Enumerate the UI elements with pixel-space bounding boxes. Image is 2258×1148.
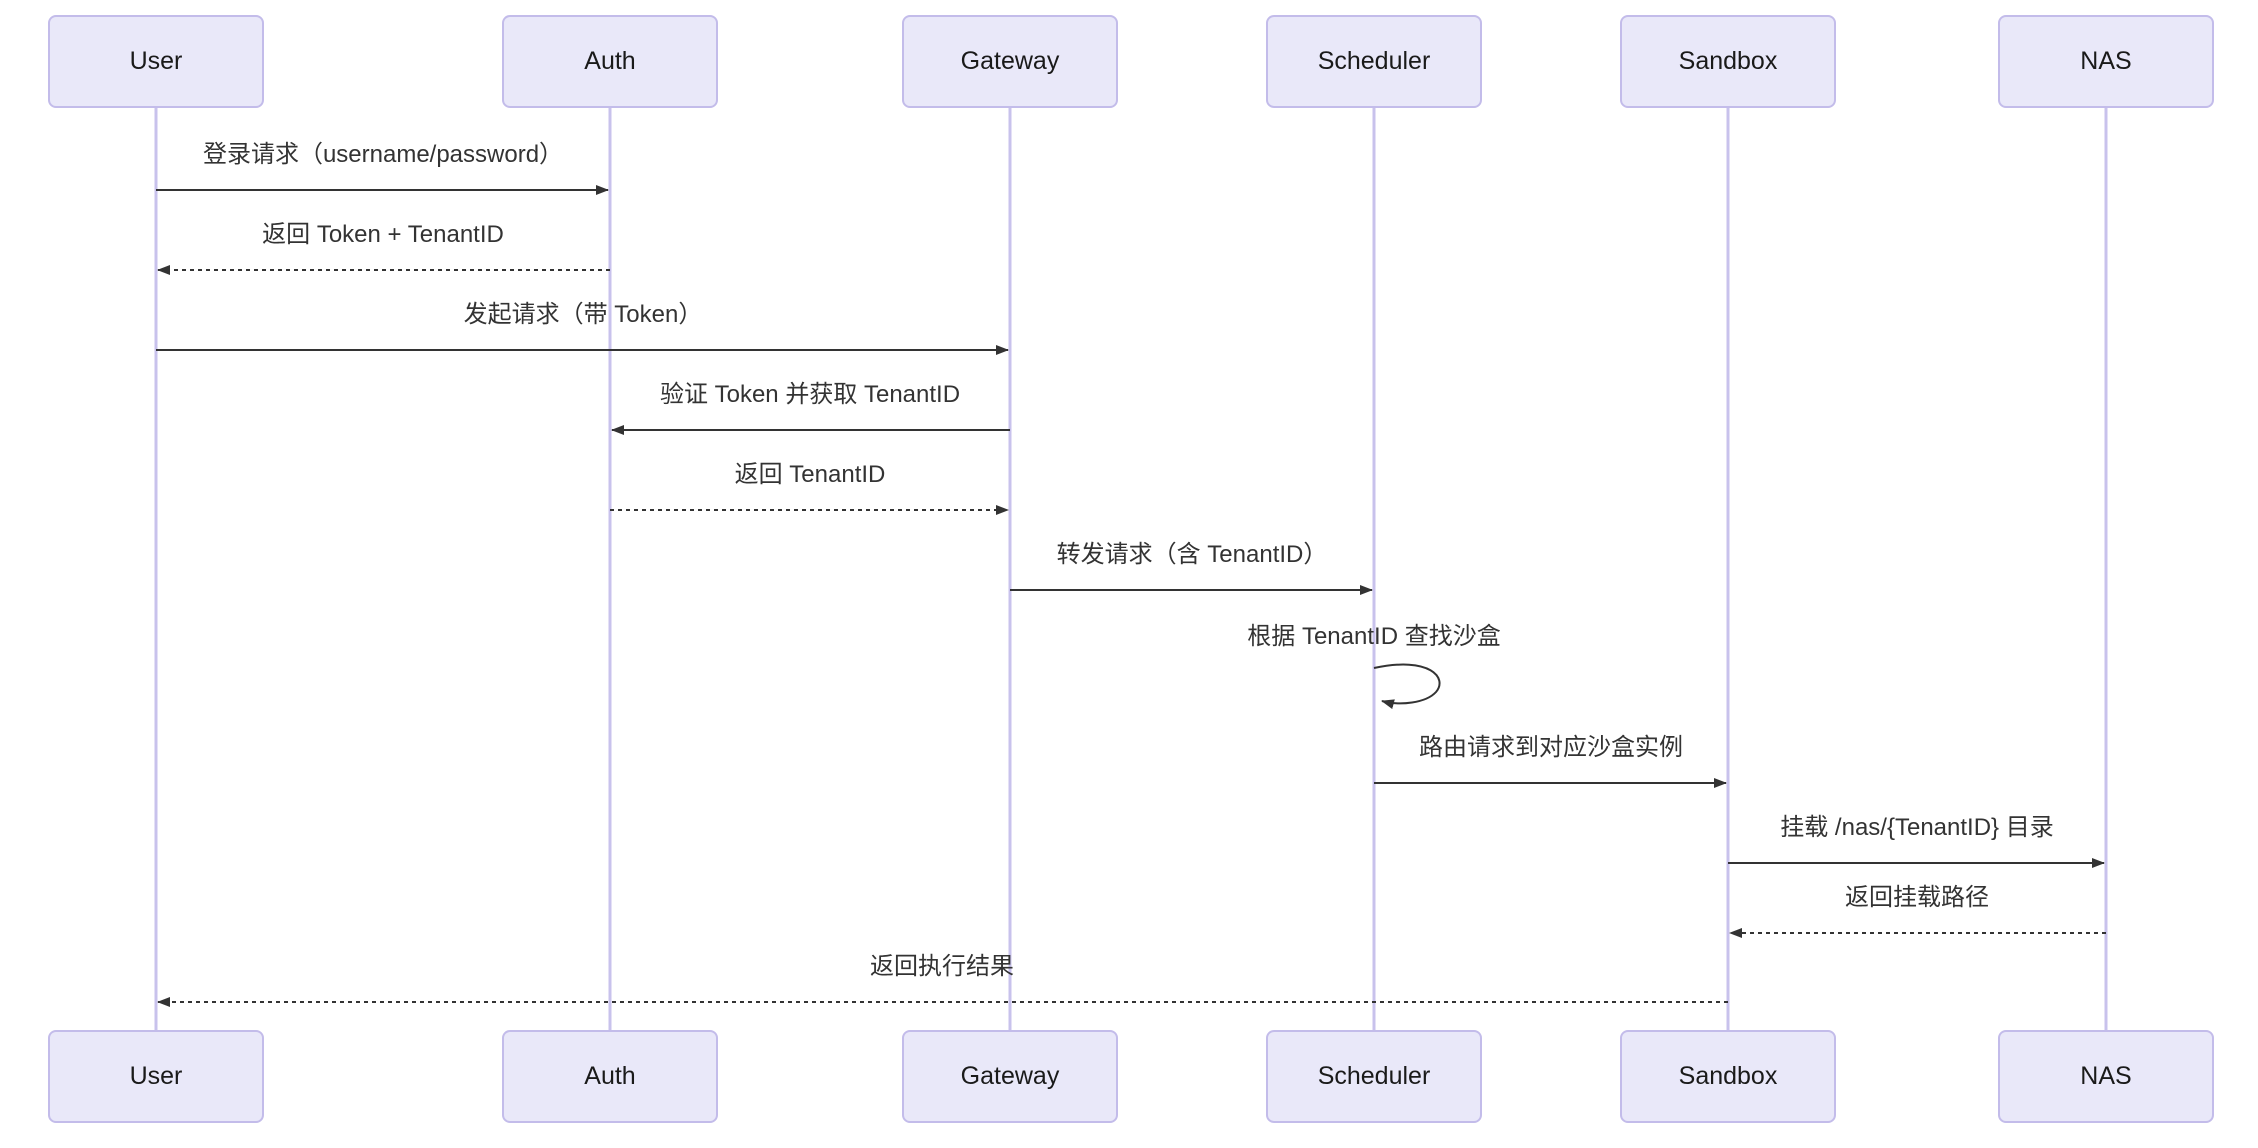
message-label: 验证 Token 并获取 TenantID [659, 381, 961, 408]
message-label: 路由请求到对应沙盒实例 [1419, 734, 1683, 761]
actor-box-sandbox-bottom: Sandbox [1620, 1030, 1836, 1123]
actor-box-auth-top: Auth [502, 15, 718, 108]
actor-label: Auth [584, 47, 636, 75]
actor-label: Scheduler [1317, 1062, 1431, 1090]
actor-box-nas-top: NAS [1998, 15, 2214, 108]
actor-label: Sandbox [1678, 47, 1778, 75]
actor-box-scheduler-top: Scheduler [1266, 15, 1482, 108]
message-arrows-group [156, 185, 2106, 1007]
actor-label: User [129, 1062, 183, 1090]
message-label: 返回 Token + TenantID [262, 221, 504, 248]
actor-box-gateway-bottom: Gateway [902, 1030, 1118, 1123]
actor-box-nas-bottom: NAS [1998, 1030, 2214, 1123]
message-label: 转发请求（含 TenantID） [1056, 541, 1328, 568]
lifelines-group [154, 108, 2108, 1030]
actor-label: Auth [584, 1062, 636, 1090]
self-message-arrow [1373, 663, 1441, 710]
actor-label: NAS [2080, 1062, 2132, 1090]
actor-box-user-bottom: User [48, 1030, 264, 1123]
actor-box-auth-bottom: Auth [502, 1030, 718, 1123]
message-label: 挂载 /nas/{TenantID} 目录 [1780, 814, 2054, 841]
actor-box-sandbox-top: Sandbox [1620, 15, 1836, 108]
actor-label: User [129, 47, 183, 75]
message-label: 返回 TenantID [734, 461, 886, 488]
actor-label: Gateway [960, 1062, 1060, 1090]
actor-label: Scheduler [1317, 47, 1431, 75]
actor-box-user-top: User [48, 15, 264, 108]
message-label: 发起请求（带 Token） [463, 301, 703, 328]
message-label: 返回执行结果 [870, 953, 1014, 980]
actor-label: Sandbox [1678, 1062, 1778, 1090]
actor-label: Gateway [960, 47, 1060, 75]
actor-label: NAS [2080, 47, 2132, 75]
message-label: 返回挂载路径 [1845, 884, 1989, 911]
actor-box-gateway-top: Gateway [902, 15, 1118, 108]
message-label: 登录请求（username/password） [202, 141, 564, 168]
actor-box-scheduler-bottom: Scheduler [1266, 1030, 1482, 1123]
message-label: 根据 TenantID 查找沙盒 [1247, 623, 1501, 650]
